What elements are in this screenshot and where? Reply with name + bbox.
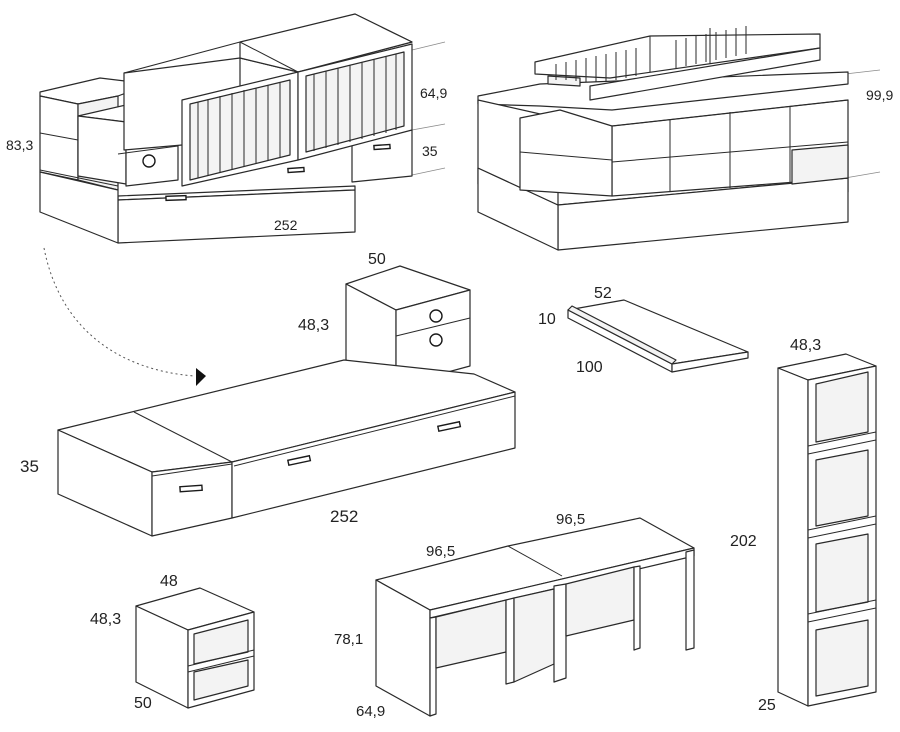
chest-height-label: 48,3: [298, 317, 329, 334]
crib-bed-height-label: 99,9: [866, 87, 893, 103]
base-length-label: 252: [330, 507, 358, 526]
transform-arrow: [43, 247, 206, 386]
desk-drawing: [375, 517, 695, 717]
crib-height-label: 83,3: [6, 137, 33, 153]
desk-left-width-label: 96,5: [426, 543, 455, 560]
crib-rail-height-label: 64,9: [420, 85, 447, 101]
cube-drawing: [135, 587, 255, 709]
desk-right-width-label: 96,5: [556, 511, 585, 528]
desk-height-label: 78,1: [334, 631, 363, 648]
tall-shelf-drawing: [777, 353, 877, 707]
chest-width-label: 50: [368, 251, 386, 268]
base-unit-drawing: [57, 359, 516, 537]
cube-width-label: 48: [160, 573, 178, 590]
shelf-width-label: 48,3: [790, 337, 821, 354]
desk-depth-label: 64,9: [356, 703, 385, 720]
cube-depth-label: 50: [134, 695, 152, 712]
changer-depth-label: 52: [594, 285, 612, 302]
chest-drawing: [345, 265, 471, 387]
cube-height-label: 48,3: [90, 611, 121, 628]
base-height-label: 35: [20, 457, 39, 476]
crib-bed-unit-drawing: [477, 26, 881, 251]
shelf-depth-label: 25: [758, 697, 776, 714]
crib-unit-drawing: [39, 13, 446, 244]
crib-drawer-height-label: 35: [422, 143, 438, 159]
changer-height-label: 10: [538, 311, 556, 328]
crib-length-label: 252: [274, 217, 298, 233]
changer-drawing: [567, 299, 749, 373]
changer-length-label: 100: [576, 359, 603, 376]
shelf-height-label: 202: [730, 533, 757, 550]
